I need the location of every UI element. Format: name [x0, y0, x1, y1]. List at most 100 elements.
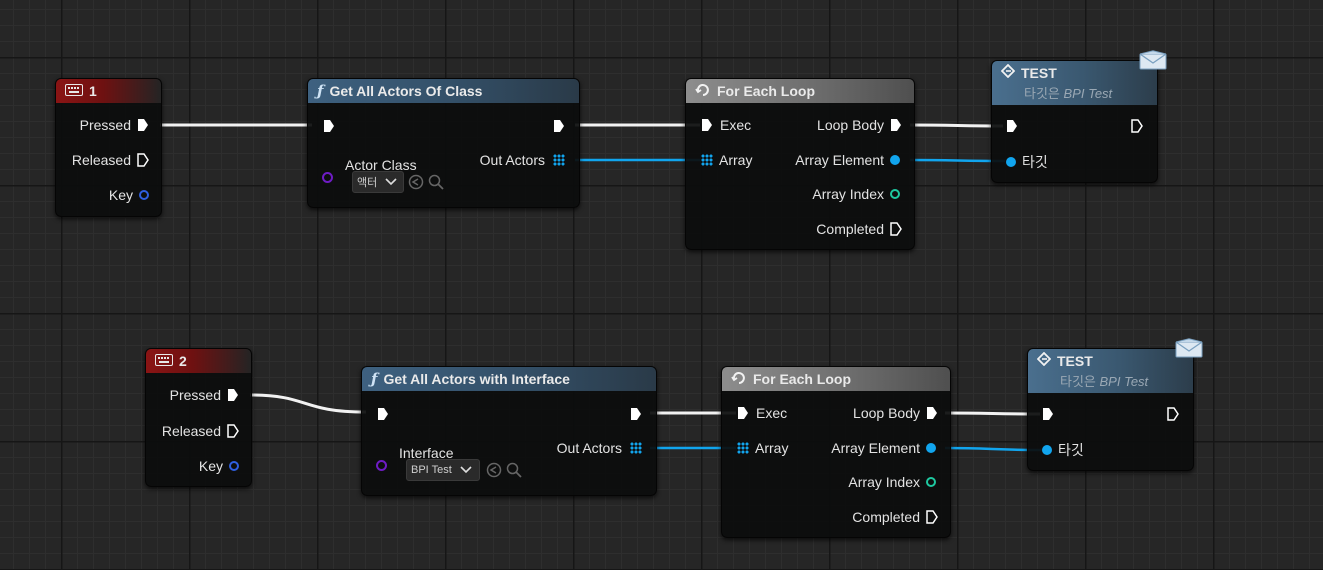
- browse-search-icon[interactable]: [506, 462, 522, 478]
- array-pin-icon[interactable]: [553, 154, 565, 166]
- pin-label: Array Element: [831, 440, 920, 456]
- class-pin-icon[interactable]: [376, 460, 387, 471]
- loop-body-pin[interactable]: Loop Body: [817, 117, 902, 133]
- pin-label: Loop Body: [853, 405, 920, 421]
- array-element-pin[interactable]: Array Element: [831, 440, 936, 456]
- exec-out-icon[interactable]: [630, 407, 642, 421]
- test-message-node[interactable]: TEST 타깃은 BPI Test 타깃: [1027, 348, 1194, 471]
- actor-class-pin[interactable]: Actor Class: [322, 152, 417, 183]
- node-title: 1: [89, 83, 97, 99]
- keyboard-icon: [65, 83, 83, 99]
- for-each-loop-node[interactable]: For Each Loop Exec Array Loop Body Array…: [685, 78, 915, 250]
- array-pin-icon[interactable]: [701, 154, 713, 166]
- exec-in-icon[interactable]: [1042, 407, 1054, 421]
- interface-pin[interactable]: Interface: [376, 440, 453, 471]
- array-index-pin[interactable]: Array Index: [812, 186, 900, 202]
- pressed-pin[interactable]: Pressed: [170, 387, 239, 403]
- node-title: Get All Actors Of Class: [329, 83, 483, 99]
- interface-function-icon: [1000, 63, 1016, 81]
- input-key-node[interactable]: 1 Pressed Released Key: [55, 78, 162, 217]
- pin-label: Released: [161, 423, 221, 439]
- exec-out-icon[interactable]: [926, 406, 938, 420]
- exec-out-icon[interactable]: [553, 119, 565, 133]
- pin-label: Out Actors: [556, 440, 622, 456]
- key-pin[interactable]: Key: [109, 187, 149, 203]
- node-title: TEST: [1057, 352, 1093, 369]
- loop-icon: [695, 82, 711, 101]
- array-pin-icon[interactable]: [737, 442, 749, 454]
- struct-pin-icon[interactable]: [139, 190, 149, 200]
- pin-label: Array Index: [812, 186, 884, 202]
- exec-in-pin[interactable]: Exec: [701, 117, 751, 133]
- class-pin-icon[interactable]: [322, 172, 333, 183]
- key-pin[interactable]: Key: [199, 458, 239, 474]
- message-icon: [1175, 338, 1203, 358]
- exec-out-icon[interactable]: [926, 510, 938, 524]
- array-in-pin[interactable]: Array: [737, 440, 788, 456]
- node-header: ƒ Get All Actors Of Class: [308, 79, 579, 103]
- out-actors-pin[interactable]: Out Actors: [557, 440, 642, 456]
- dropdown-value: BPI Test: [411, 464, 452, 476]
- input-key-node[interactable]: 2 Pressed Released Key: [145, 348, 252, 487]
- node-header: 2: [146, 349, 251, 373]
- exec-out-icon[interactable]: [227, 424, 239, 438]
- pin-label: Pressed: [79, 117, 131, 133]
- interface-dropdown[interactable]: BPI Test: [406, 459, 480, 481]
- test-message-node[interactable]: TEST 타깃은 BPI Test 타깃: [991, 60, 1158, 183]
- completed-pin[interactable]: Completed: [816, 221, 902, 237]
- get-all-actors-with-interface-node[interactable]: ƒ Get All Actors with Interface Interfac…: [361, 366, 657, 496]
- node-header: 1: [56, 79, 161, 103]
- dropdown-value: 액터: [357, 177, 378, 189]
- pin-label: Exec: [756, 405, 788, 421]
- browse-search-icon[interactable]: [428, 174, 444, 190]
- for-each-loop-node[interactable]: For Each Loop Exec Array Loop Body Array…: [721, 366, 951, 538]
- array-pin-icon[interactable]: [630, 442, 642, 454]
- out-actors-pin[interactable]: Out Actors: [480, 152, 565, 168]
- exec-in-pin[interactable]: Exec: [737, 405, 787, 421]
- target-pin[interactable]: 타깃: [1042, 440, 1084, 460]
- array-element-pin[interactable]: Array Element: [795, 152, 900, 168]
- exec-out-icon[interactable]: [890, 222, 902, 236]
- exec-out-icon[interactable]: [1167, 407, 1179, 421]
- exec-in-icon[interactable]: [323, 119, 335, 133]
- int-pin-icon[interactable]: [926, 477, 936, 487]
- exec-in-icon[interactable]: [1006, 119, 1018, 133]
- loop-body-pin[interactable]: Loop Body: [853, 405, 938, 421]
- pin-label: Array: [719, 152, 753, 168]
- released-pin[interactable]: Released: [72, 152, 149, 168]
- exec-out-icon[interactable]: [1131, 119, 1143, 133]
- node-title: Get All Actors with Interface: [383, 371, 570, 387]
- int-pin-icon[interactable]: [890, 189, 900, 199]
- keyboard-icon: [155, 353, 173, 369]
- exec-in-icon[interactable]: [701, 118, 713, 132]
- node-subtitle: 타깃은 BPI Test: [1024, 83, 1112, 102]
- pin-label: Loop Body: [817, 117, 884, 133]
- completed-pin[interactable]: Completed: [852, 509, 938, 525]
- object-pin-icon[interactable]: [926, 443, 936, 453]
- use-selected-icon[interactable]: [408, 174, 424, 190]
- node-title: 2: [179, 353, 187, 369]
- object-pin-icon[interactable]: [890, 155, 900, 165]
- pressed-pin[interactable]: Pressed: [80, 117, 149, 133]
- exec-out-icon[interactable]: [137, 153, 149, 167]
- object-pin-icon[interactable]: [1042, 445, 1052, 455]
- released-pin[interactable]: Released: [162, 423, 239, 439]
- exec-in-icon[interactable]: [737, 406, 749, 420]
- struct-pin-icon[interactable]: [229, 461, 239, 471]
- array-in-pin[interactable]: Array: [701, 152, 752, 168]
- actor-class-dropdown[interactable]: 액터: [352, 171, 404, 193]
- object-pin-icon[interactable]: [1006, 157, 1016, 167]
- target-pin[interactable]: 타깃: [1006, 152, 1048, 172]
- node-header: For Each Loop: [686, 79, 914, 103]
- get-all-actors-of-class-node[interactable]: ƒ Get All Actors Of Class Actor Class 액터…: [307, 78, 580, 208]
- exec-out-icon[interactable]: [227, 388, 239, 402]
- use-selected-icon[interactable]: [486, 462, 502, 478]
- subtitle-prefix: 타깃은: [1024, 86, 1060, 101]
- exec-in-icon[interactable]: [377, 407, 389, 421]
- exec-out-icon[interactable]: [890, 118, 902, 132]
- pin-label: Completed: [816, 221, 884, 237]
- exec-out-icon[interactable]: [137, 118, 149, 132]
- array-index-pin[interactable]: Array Index: [848, 474, 936, 490]
- node-subtitle: 타깃은 BPI Test: [1060, 371, 1148, 390]
- pin-label: Key: [198, 458, 223, 474]
